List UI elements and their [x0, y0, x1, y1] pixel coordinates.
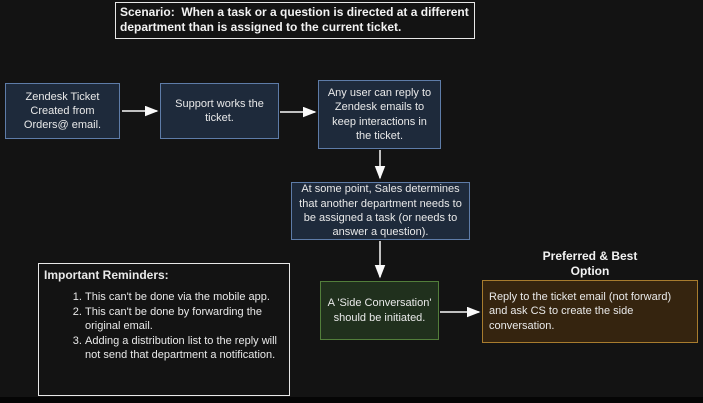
flow-node-any-user-reply: Any user can reply to Zendesk emails to … [318, 80, 441, 149]
preferred-option-label: Preferred & Best Option [542, 249, 638, 278]
reminders-list: This can't be done via the mobile app. T… [39, 290, 289, 363]
flow-node-side-conversation: A 'Side Conversation' should be initiate… [320, 281, 439, 340]
page-bottom-edge [0, 397, 703, 403]
reminder-item: Adding a distribution list to the reply … [85, 334, 283, 363]
flow-node-reply-ticket-email: Reply to the ticket email (not forward) … [482, 280, 698, 343]
reminder-item: This can't be done by forwarding the ori… [85, 305, 283, 334]
flow-node-support-works: Support works the ticket. [160, 83, 279, 139]
flow-node-zendesk-ticket: Zendesk Ticket Created from Orders@ emai… [5, 83, 120, 139]
reminders-panel: Important Reminders: This can't be done … [38, 263, 290, 396]
scenario-banner: Scenario: When a task or a question is d… [115, 2, 475, 39]
reminders-title: Important Reminders: [44, 268, 169, 282]
reminder-item: This can't be done via the mobile app. [85, 290, 283, 305]
flow-node-sales-determines: At some point, Sales determines that ano… [291, 182, 470, 240]
